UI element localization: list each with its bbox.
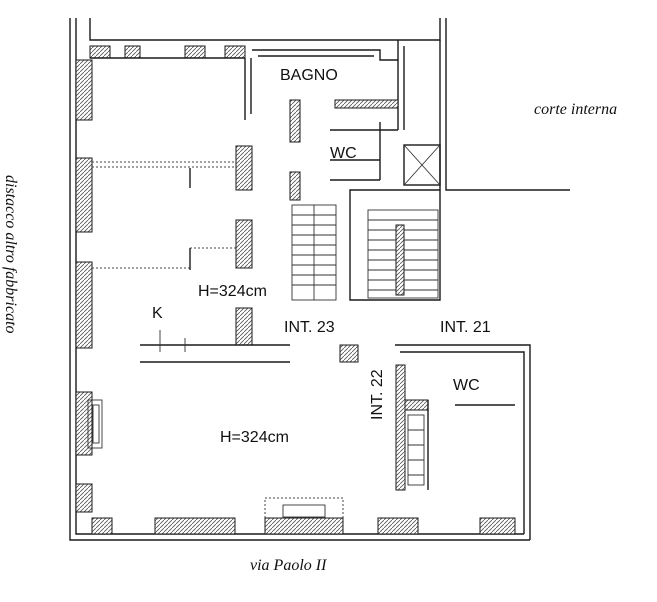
label-street: via Paolo II: [250, 557, 327, 574]
label-wc-top: WC: [330, 145, 357, 162]
label-height-upper: H=324cm: [198, 283, 267, 300]
label-height-lower: H=324cm: [220, 429, 289, 446]
top-window-recesses: [89, 45, 246, 59]
label-wc-right: WC: [453, 377, 480, 394]
label-kitchen: K: [152, 305, 163, 322]
shaft: [403, 144, 441, 186]
outer-walls: [69, 18, 570, 541]
label-int-21: INT. 21: [440, 319, 491, 336]
bottom-window-recesses: [91, 497, 516, 535]
label-int-22: INT. 22: [369, 369, 386, 420]
left-window-recesses: [75, 59, 103, 513]
interior-partitions: [92, 58, 290, 363]
stair-left: [291, 204, 337, 301]
label-neighbor-gap: distacco altro fabbricato: [2, 175, 19, 334]
int22-interior: [339, 344, 515, 491]
label-bagno: BAGNO: [280, 67, 338, 84]
label-int-23: INT. 23: [284, 319, 335, 336]
stair-right: [349, 189, 441, 301]
bathroom-walls: [252, 40, 405, 201]
label-courtyard: corte interna: [534, 101, 617, 118]
